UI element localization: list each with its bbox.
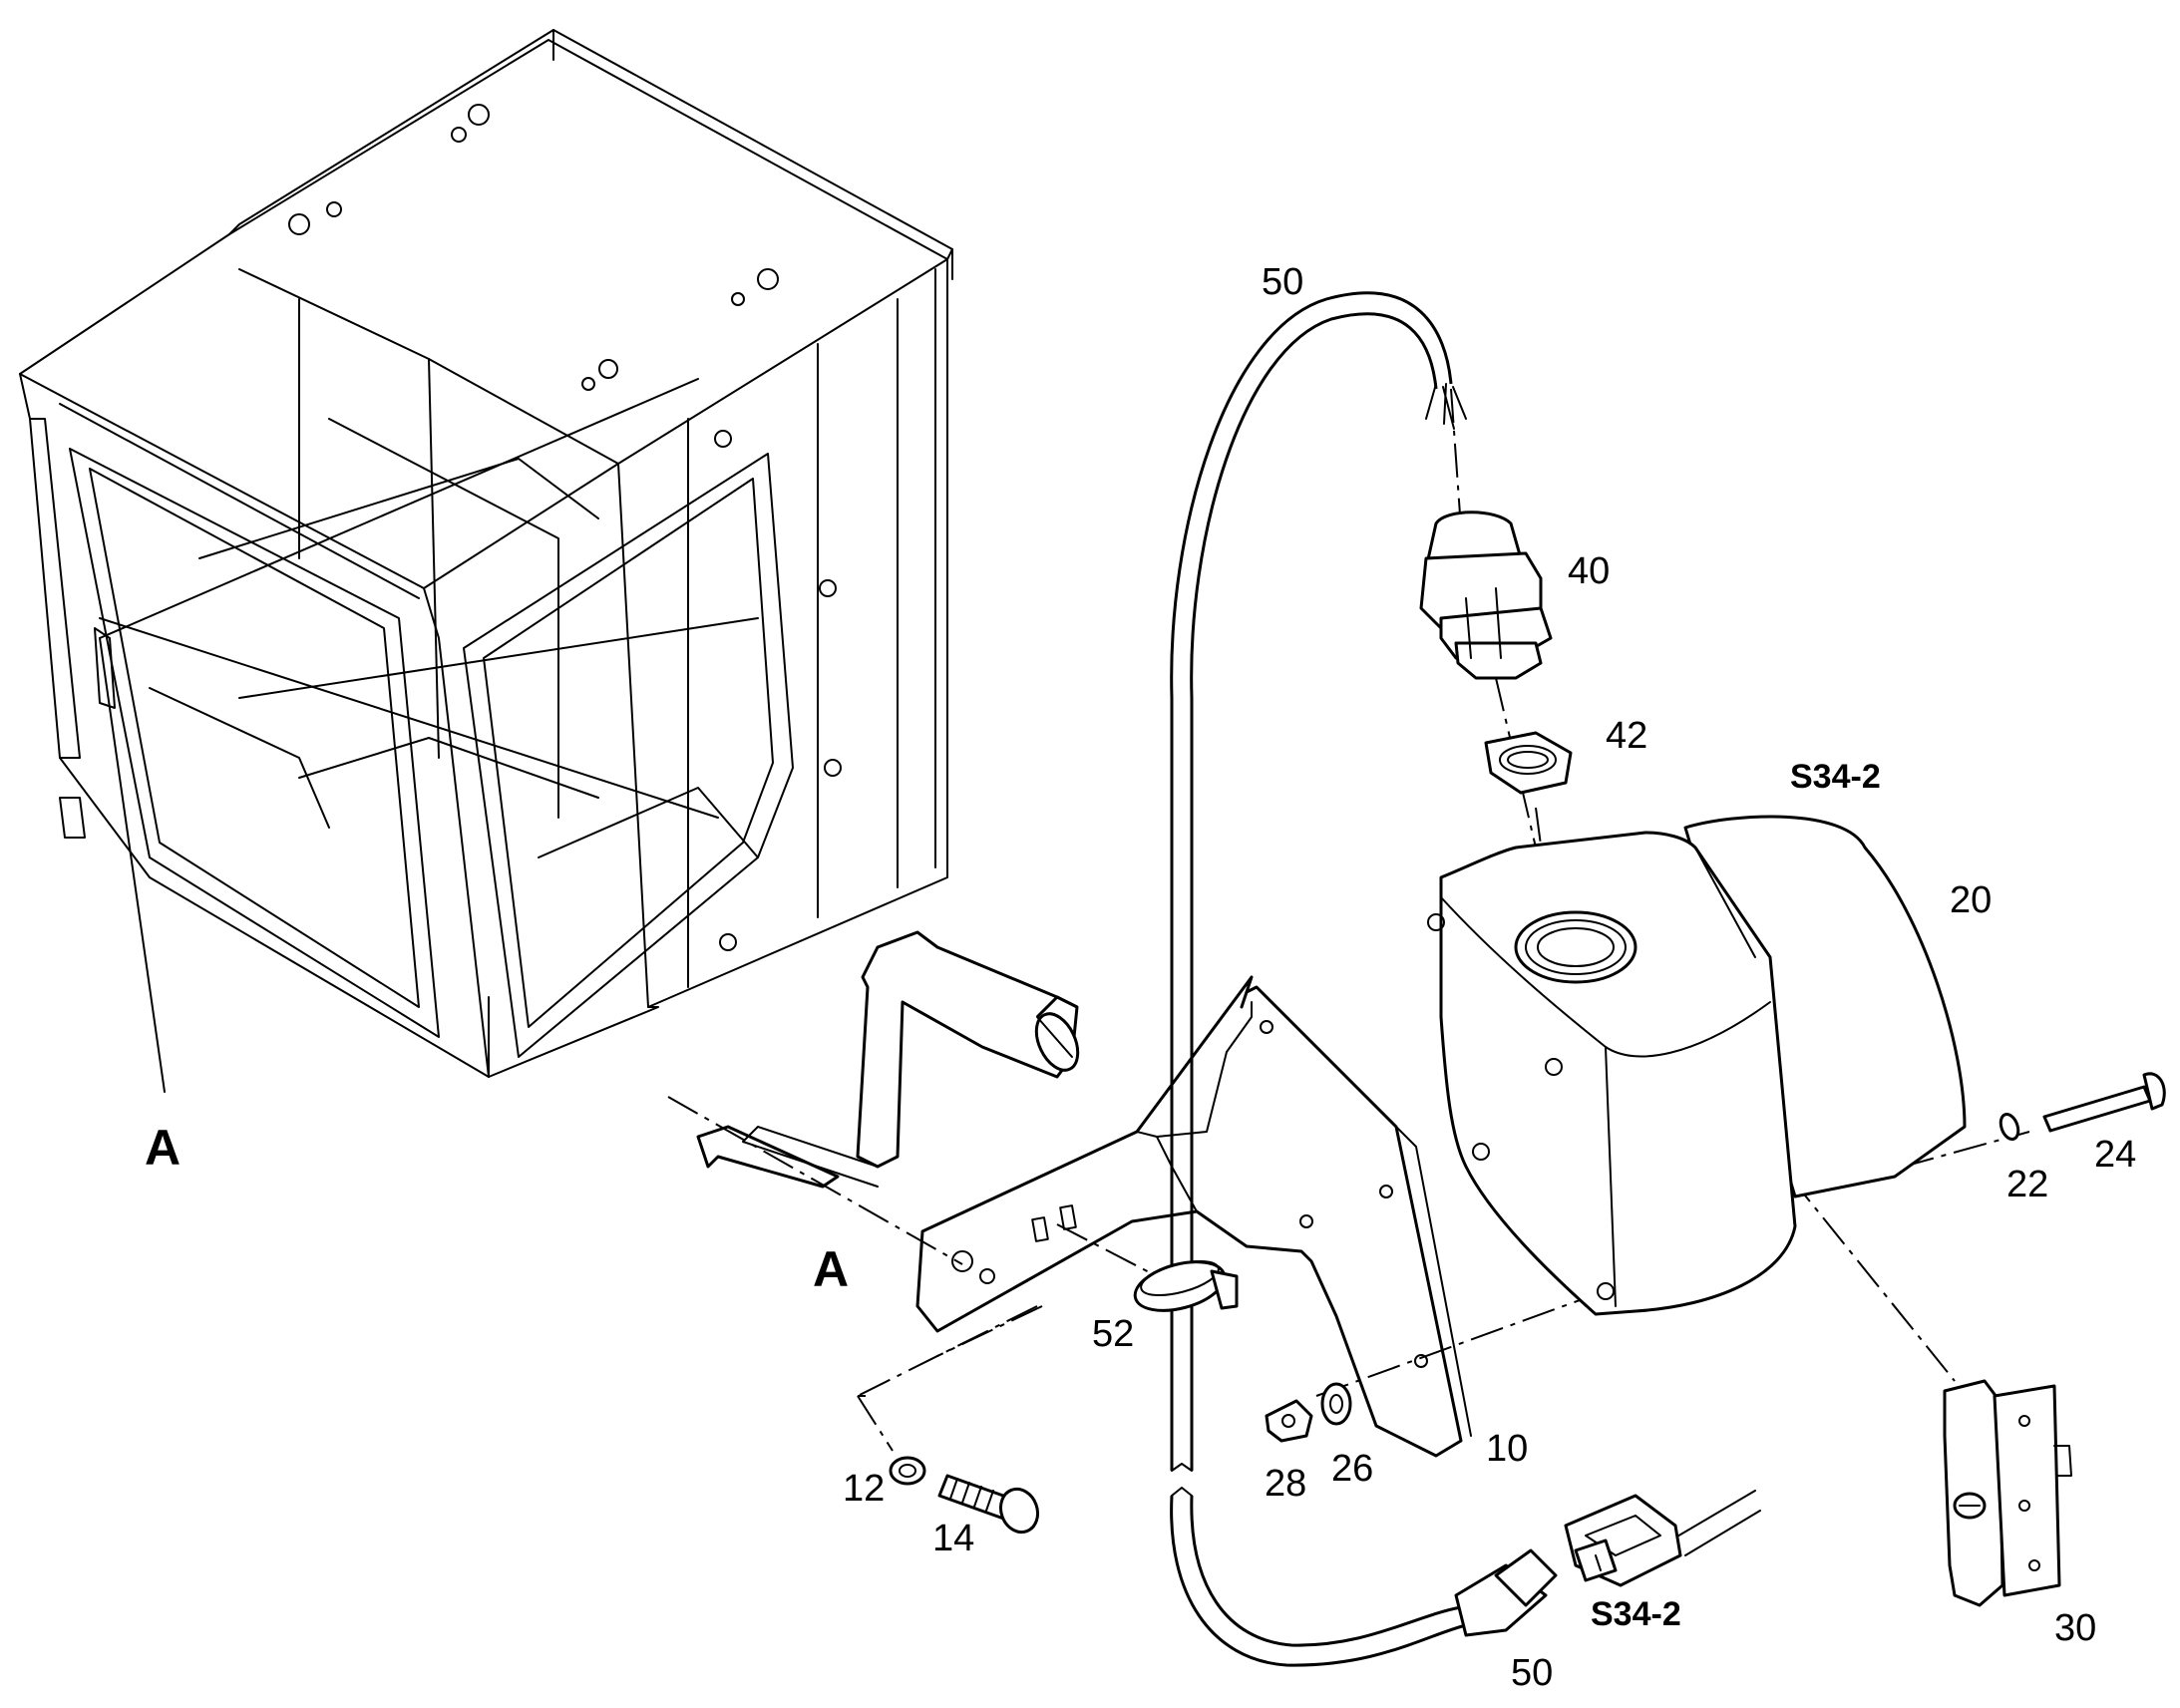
washer-26 xyxy=(1320,1382,1352,1426)
cab-frame xyxy=(19,29,953,1078)
nut-28 xyxy=(1265,1399,1313,1443)
label-cable-bottom: 50 xyxy=(1511,1652,1553,1694)
label-view-a-frame: A xyxy=(145,1120,181,1176)
label-gland: 40 xyxy=(1568,550,1610,592)
label-switch-code-top: S34-2 xyxy=(1790,758,1881,796)
switch-part xyxy=(1943,1379,2072,1607)
connector-part xyxy=(1564,1490,1761,1587)
label-view-a-detail: A xyxy=(813,1241,849,1297)
label-bracket: 10 xyxy=(1486,1428,1528,1470)
housing-part xyxy=(1427,815,1967,1316)
bracket-part xyxy=(696,930,1472,1458)
label-nut-small: 28 xyxy=(1265,1463,1306,1505)
label-housing: 20 xyxy=(1950,879,1992,921)
bolt-24 xyxy=(2042,1072,2166,1133)
label-washer-left: 12 xyxy=(843,1468,885,1510)
screw-14 xyxy=(937,1474,1040,1535)
label-cable-clamp: 52 xyxy=(1092,1313,1134,1355)
label-screw-left: 14 xyxy=(932,1518,974,1559)
leader-a-frame xyxy=(99,637,166,1093)
cable-part xyxy=(1170,291,1558,1667)
washer-22 xyxy=(1998,1112,2020,1142)
label-connector-code: S34-2 xyxy=(1591,1595,1681,1633)
cable-clamp-part xyxy=(1133,1259,1239,1312)
label-cable-top: 50 xyxy=(1262,261,1303,303)
label-locknut: 42 xyxy=(1606,715,1647,757)
label-washer-small: 26 xyxy=(1331,1448,1373,1490)
label-bolt-right: 24 xyxy=(2094,1134,2136,1176)
label-switch: 30 xyxy=(2054,1607,2096,1649)
cable-gland-part xyxy=(1419,511,1553,680)
lock-nut-part xyxy=(1484,731,1573,795)
callout-labels: 50 40 42 S34-2 20 24 22 52 10 28 26 12 1… xyxy=(145,261,2136,1694)
washer-12 xyxy=(889,1456,926,1486)
label-washer-right: 22 xyxy=(2006,1164,2048,1205)
